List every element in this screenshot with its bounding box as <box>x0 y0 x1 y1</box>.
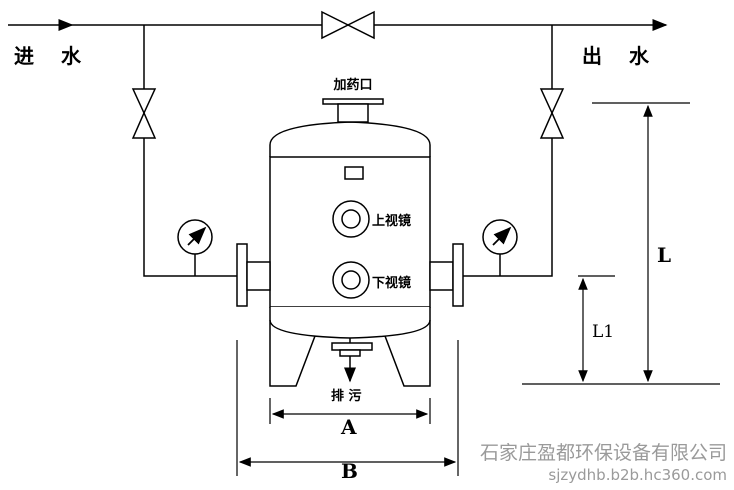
dimension-a <box>269 398 431 424</box>
left-pressure-gauge-icon <box>177 219 213 276</box>
dosing-port-label: 加药口 <box>332 77 372 93</box>
dimension-l-label: L <box>657 243 671 267</box>
drain-label: 排 污 <box>331 388 362 404</box>
left-inlet-flange <box>236 243 271 307</box>
dimension-b <box>236 340 459 476</box>
dimension-a-label: A <box>340 415 357 439</box>
right-branch-pipe <box>442 25 553 277</box>
right-pressure-gauge-icon <box>482 219 518 276</box>
upper-sight-glass-icon <box>332 200 370 238</box>
lower-sight-glass-label: 下视镜 <box>372 275 411 291</box>
dosing-port <box>322 98 384 123</box>
right-valve <box>539 88 565 139</box>
nameplate <box>344 166 364 180</box>
bypass-valve <box>321 10 375 40</box>
inlet-label: 进 水 <box>14 44 91 68</box>
dimension-l1-label: L1 <box>592 322 614 342</box>
upper-sight-glass-label: 上视镜 <box>372 213 411 229</box>
drain-outlet <box>331 338 373 383</box>
left-valve <box>131 88 157 139</box>
watermark-url: sjzydhb.b2b.hc360.com <box>548 466 727 484</box>
watermark-company: 石家庄盈都环保设备有限公司 <box>480 442 727 464</box>
dimension-l <box>522 102 720 385</box>
dimension-l1 <box>578 275 615 383</box>
lower-sight-glass-icon <box>332 261 370 299</box>
dimension-b-label: B <box>341 459 358 483</box>
left-branch-pipe <box>143 25 244 277</box>
right-outlet-flange <box>429 243 464 307</box>
outlet-label: 出 水 <box>582 44 659 68</box>
